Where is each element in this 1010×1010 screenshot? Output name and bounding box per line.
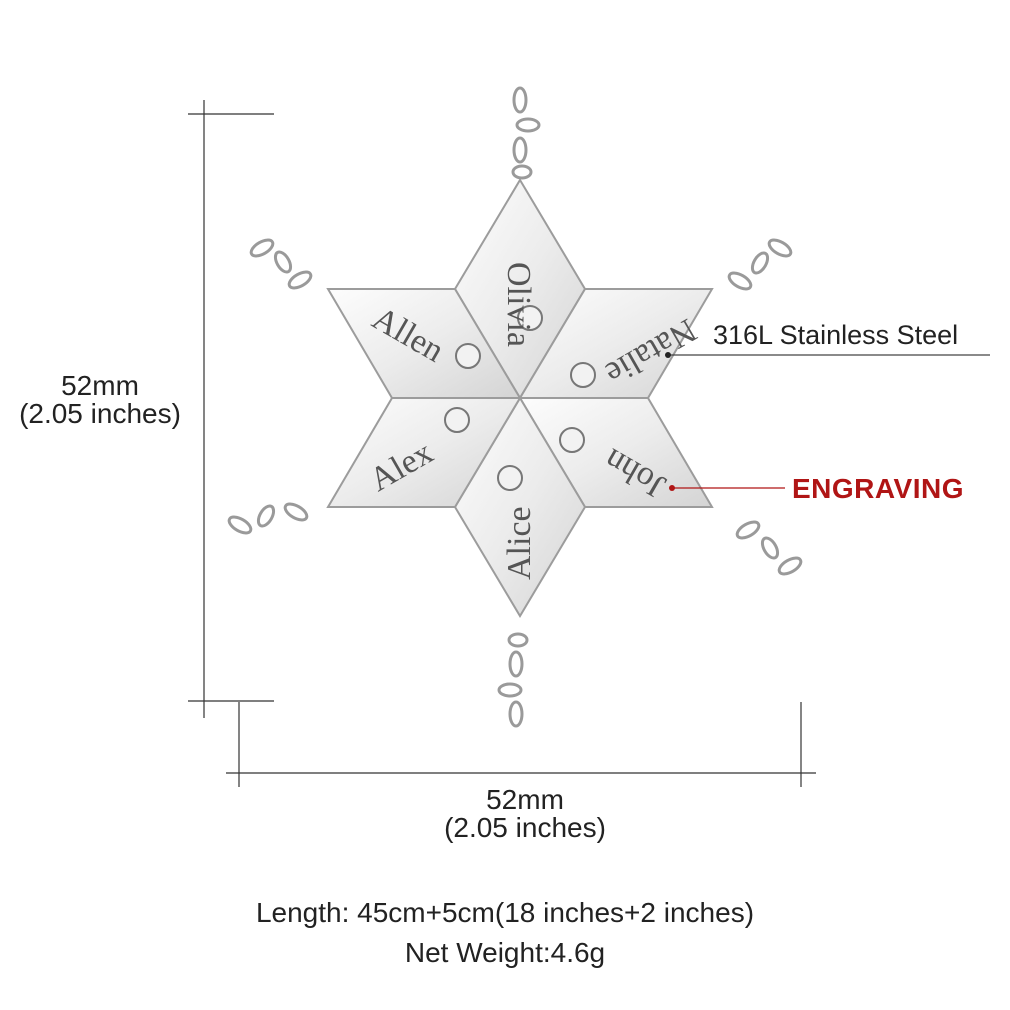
width-mm: 52mm	[486, 784, 564, 815]
material-callout: 316L Stainless Steel	[713, 320, 959, 350]
chain-upper-right	[727, 238, 793, 291]
width-inches: (2.05 inches)	[444, 812, 606, 843]
engraved-name-top: Olivia	[500, 262, 537, 347]
puzzle-knobs	[444, 305, 596, 491]
piece-upper-left	[326, 288, 522, 399]
length-spec: Length: 45cm+5cm(18 inches+2 inches)	[255, 897, 755, 928]
width-dimension-lines	[226, 702, 816, 787]
weight-spec: Net Weight:4.6g	[404, 937, 606, 968]
engraving-callout: ENGRAVING	[792, 473, 964, 504]
height-mm: 52mm	[61, 370, 139, 401]
chain-bottom	[497, 632, 529, 728]
height-inches: (2.05 inches)	[19, 398, 181, 429]
star-pendant	[326, 178, 714, 618]
height-dimension-label: 52mm (2.05 inches)	[10, 372, 190, 428]
engraved-name-bottom: Alice	[501, 506, 538, 580]
chains	[227, 86, 803, 728]
chain-lower-right	[735, 520, 803, 576]
material-callout-leader	[665, 352, 990, 358]
width-dimension-label: 52mm (2.05 inches)	[425, 786, 625, 842]
engraving-callout-leader	[669, 485, 785, 491]
chain-top	[511, 86, 541, 180]
chain-lower-left	[227, 502, 309, 535]
chain-upper-left	[249, 238, 313, 290]
height-dimension-lines	[188, 100, 274, 718]
